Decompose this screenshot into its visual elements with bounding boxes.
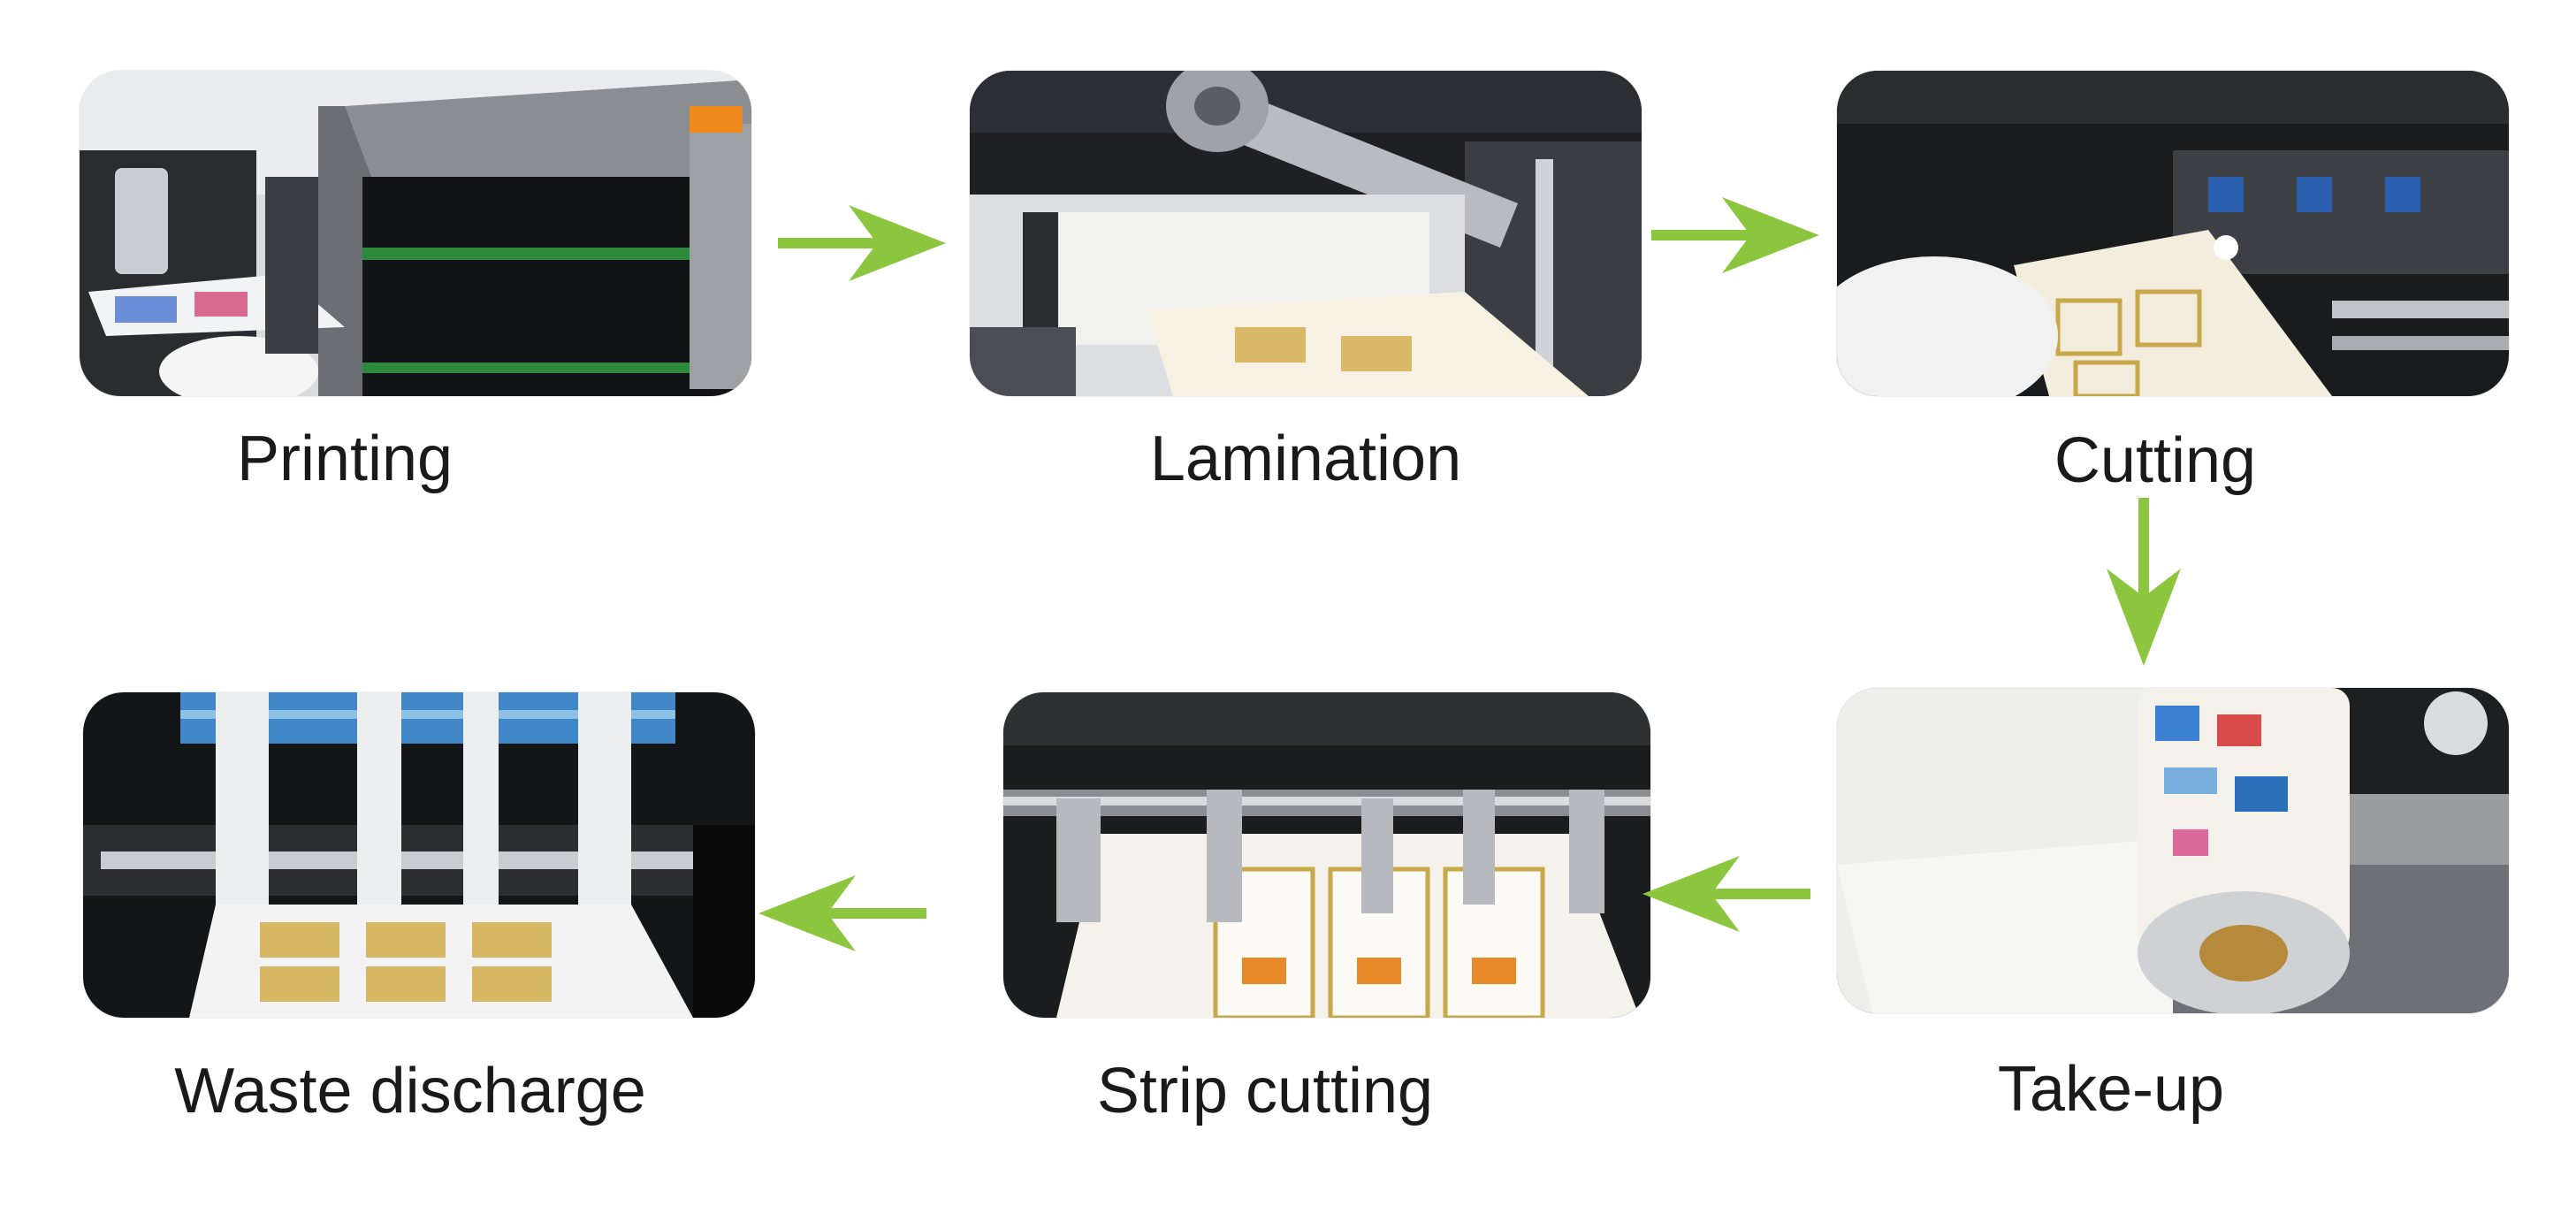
arrow-down-icon	[2107, 498, 2181, 666]
lamination-photo	[970, 71, 1642, 396]
strip-cutting-photo	[1003, 692, 1650, 1018]
step-label-lamination: Lamination	[1149, 424, 1462, 494]
waste-discharge-photo	[83, 692, 755, 1018]
arrow-left-icon	[758, 875, 926, 951]
printing-photo	[80, 71, 751, 396]
step-label-cutting: Cutting	[2054, 425, 2257, 496]
step-label-take-up: Take-up	[1997, 1054, 2225, 1125]
step-label-strip-cutting: Strip cutting	[1096, 1056, 1434, 1126]
take-up-photo	[1837, 688, 2509, 1013]
step-label-printing: Printing	[236, 424, 453, 494]
arrow-right-icon	[1651, 197, 1819, 273]
cutting-photo	[1837, 71, 2509, 396]
arrow-right-icon	[778, 205, 946, 281]
step-label-waste-discharge: Waste discharge	[174, 1056, 646, 1126]
arrow-left-icon	[1642, 856, 1810, 932]
